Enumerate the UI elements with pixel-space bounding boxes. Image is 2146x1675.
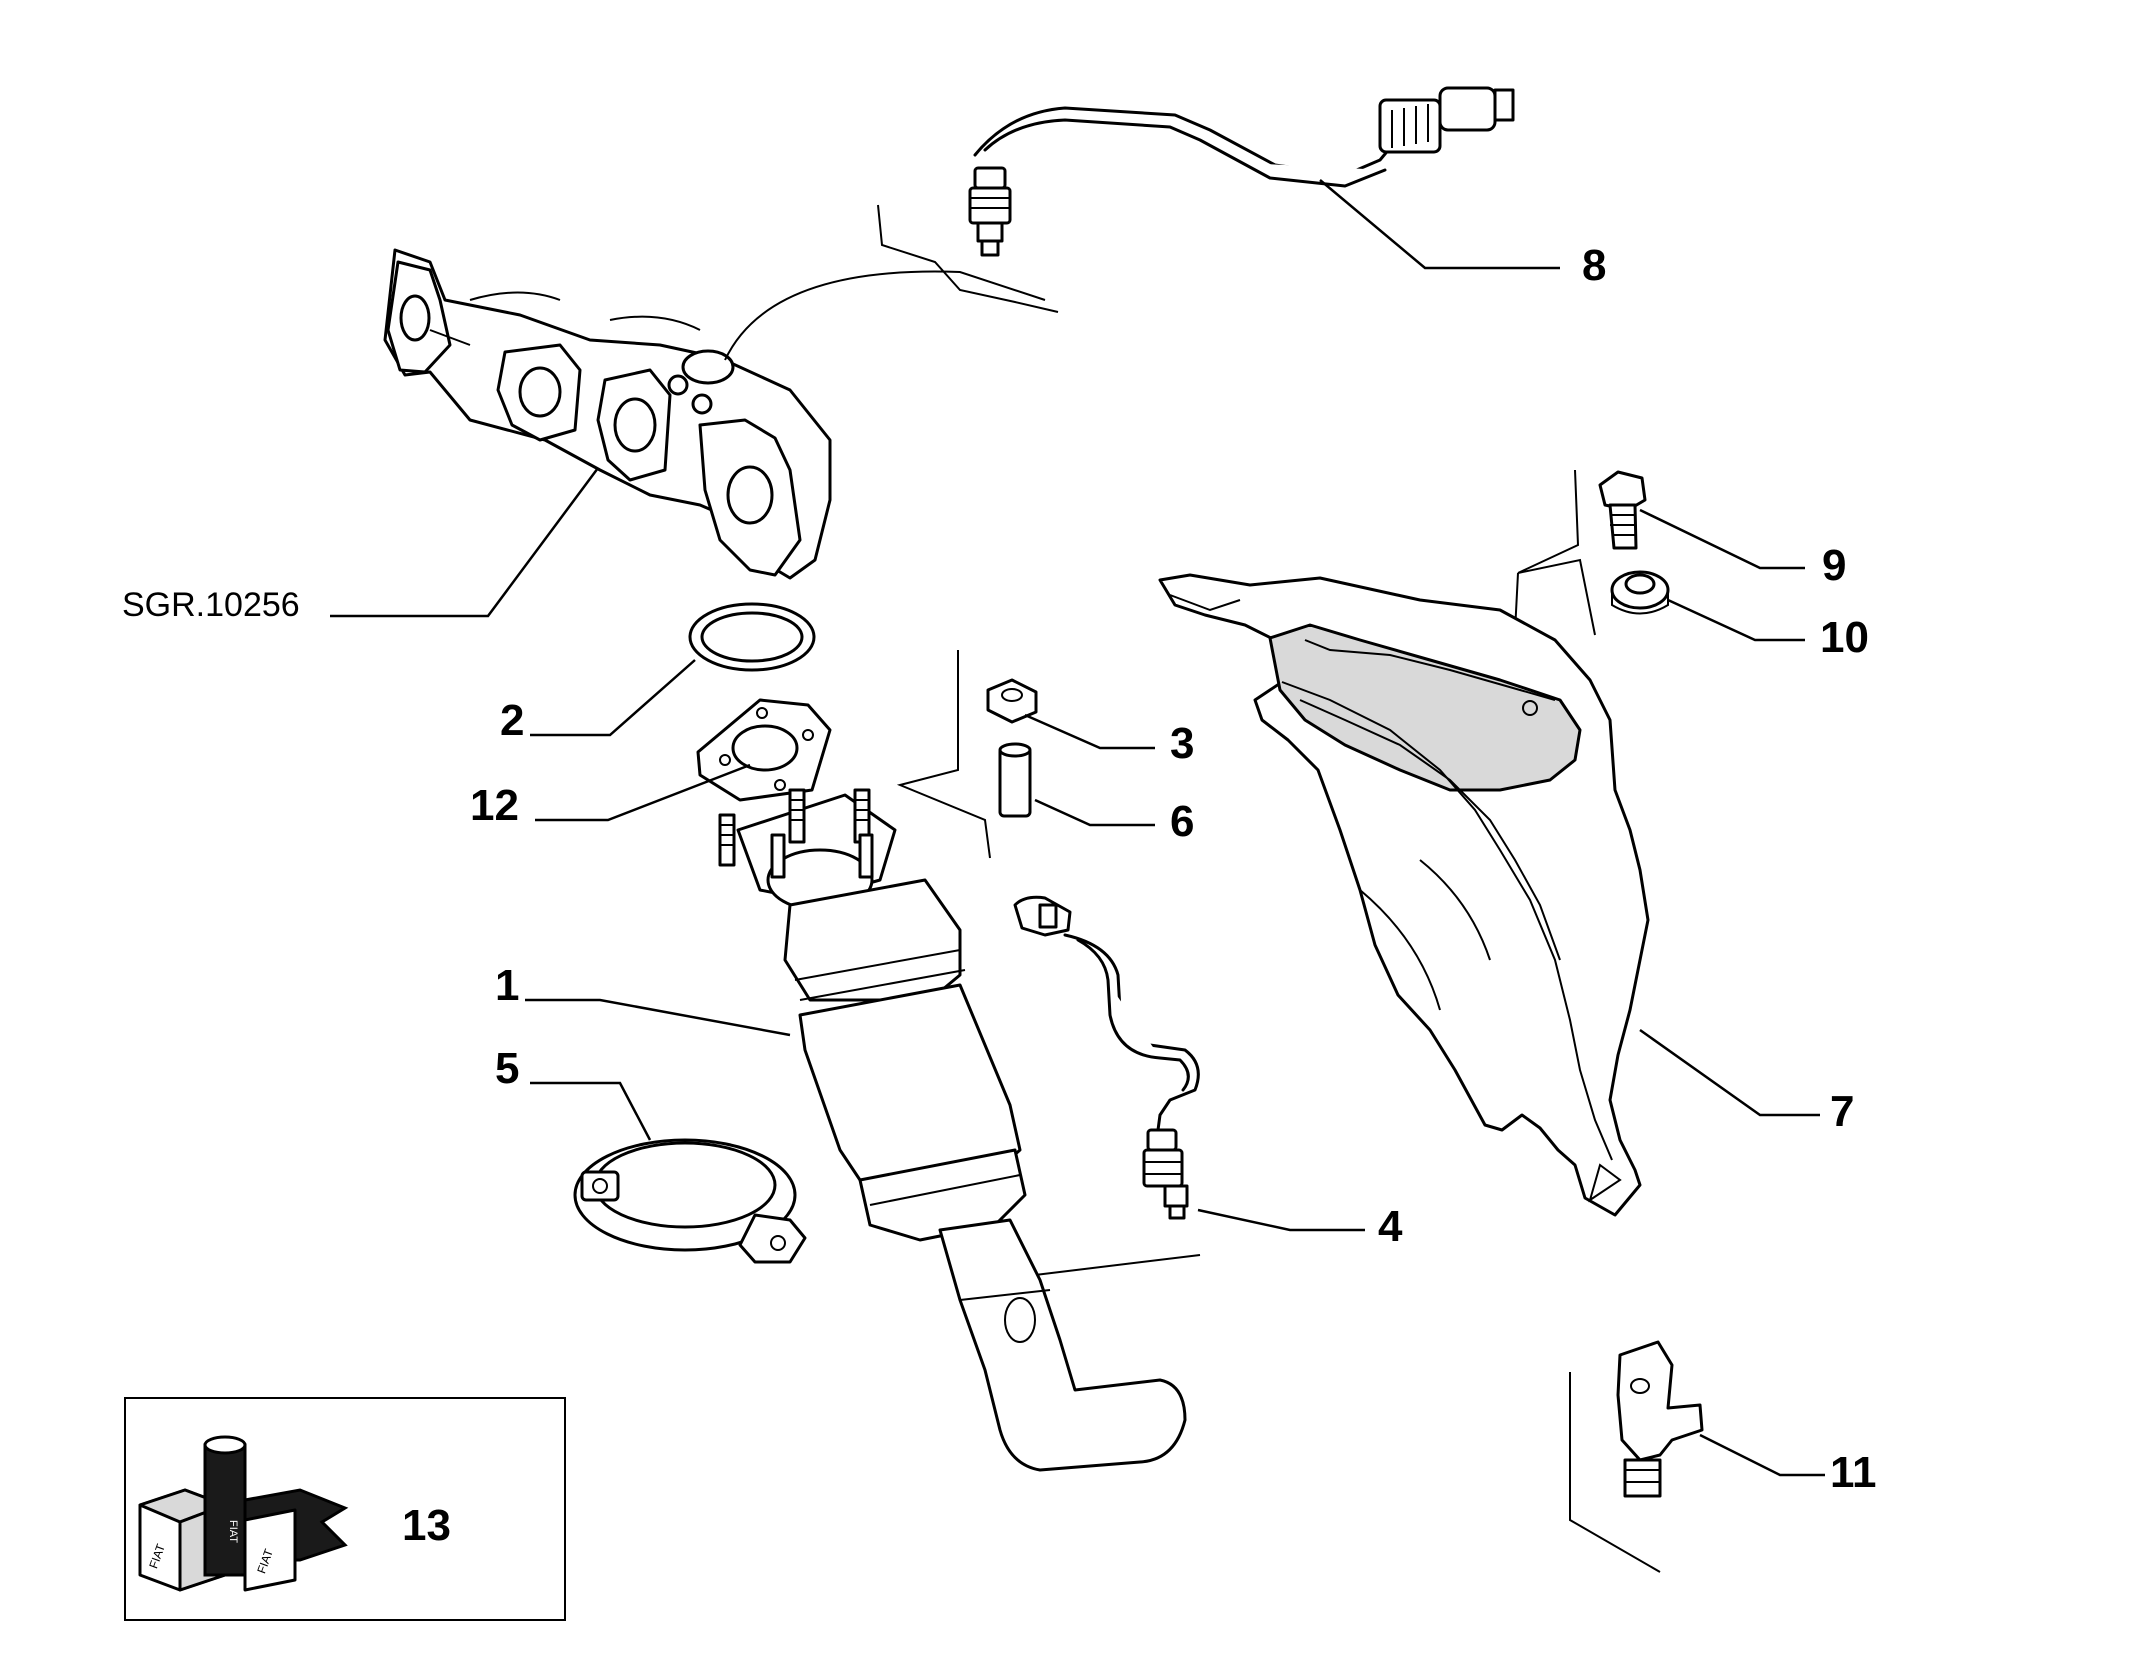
clip-connector [1616,1340,1704,1498]
callout-1: 1 [495,961,519,1010]
callout-2: 2 [500,696,524,745]
lower-oxygen-sensor [1013,895,1200,1220]
spacer-sleeve [998,742,1032,818]
callout-4: 4 [1378,1202,1403,1251]
catalytic-converter [718,788,1027,1242]
manifold-part-code: SGR.10256 [122,586,300,624]
leader-lines [330,179,1825,1477]
callout-13: 13 [402,1501,451,1550]
callout-10: 10 [1820,613,1869,662]
heat-shield [1158,573,1650,1217]
callout-3: 3 [1170,719,1194,768]
callout-7: 7 [1830,1087,1854,1136]
callout-5: 5 [495,1044,519,1093]
flange-gasket [696,698,832,802]
callout-11: 11 [1830,1448,1877,1497]
washer [1610,570,1670,615]
pipe-clamp [573,1138,807,1264]
kit-box: FIAT FIAT FIAT [124,1397,566,1621]
callout-9: 9 [1822,541,1846,590]
ring-gasket [688,602,816,672]
bolt [1598,470,1647,550]
upper-oxygen-sensor [724,86,1515,361]
callout-6: 6 [1170,797,1194,846]
nut [986,678,1038,724]
exhaust-manifold [383,248,832,580]
exhaust-downpipe [938,1218,1187,1472]
kit-brand-text-cylinder: FIAT [227,1520,239,1543]
callout-12: 12 [470,781,519,830]
callout-8: 8 [1582,241,1606,290]
